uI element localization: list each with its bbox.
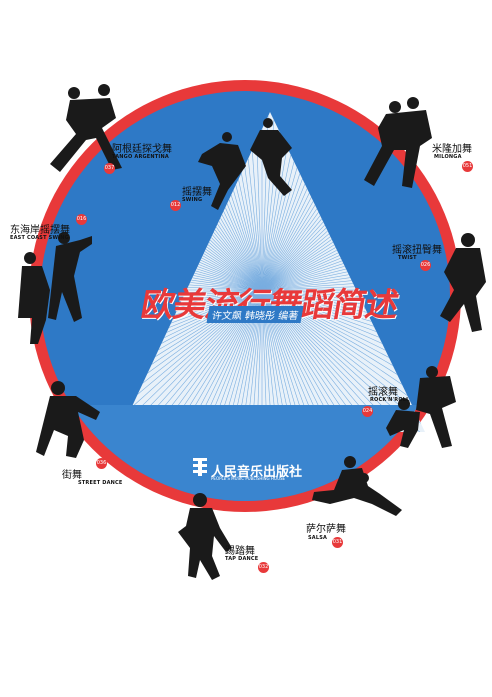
milonga-dancers-silhouette (364, 97, 432, 188)
street-dancer-silhouette (36, 381, 100, 458)
salsa-page-badge: 031 (332, 537, 343, 548)
rock-n-roll-label-en: ROCK'N'ROLL (370, 397, 410, 403)
street-dance-label-en: STREET DANCE (78, 480, 123, 486)
swing-dancers-silhouette (198, 118, 292, 210)
tango-dancers-silhouette (50, 84, 122, 172)
rock-n-roll-page-badge: 024 (362, 406, 373, 417)
east-coast-swing-label: 东海岸摇摆舞 (10, 225, 70, 236)
rock-n-roll-label: 摇滚舞 (368, 387, 398, 398)
tap-dance-label-en: TAP DANCE (225, 556, 259, 562)
swing-label: 摇摆舞 (182, 187, 212, 198)
salsa-label: 萨尔萨舞 (306, 524, 346, 535)
salsa-dancers-silhouette (312, 456, 402, 516)
street-dance-label: 街舞 (62, 470, 82, 481)
salsa-label-en: SALSA (308, 535, 328, 541)
east-coast-swing-label-en: EAST COAST SWING (10, 235, 69, 241)
tango-label: 阿根廷探戈舞 (112, 144, 172, 155)
swing-page-badge: 012 (170, 200, 181, 211)
tango-page-badge: 037 (104, 163, 115, 174)
publisher-logo-icon (193, 458, 207, 476)
twist-dancer-silhouette (440, 233, 486, 332)
east-coast-swing-silhouette (18, 232, 92, 344)
tap-dancer-silhouette (178, 493, 232, 580)
publisher-name-en: PEOPLE'S MUSIC PUBLISHING HOUSE (211, 476, 286, 481)
twist-page-badge: 026 (420, 260, 431, 271)
milonga-page-badge: 051 (462, 161, 473, 172)
tango-label-en: TANGO ARGENTINA (112, 154, 169, 160)
twist-label: 摇滚扭臀舞 (392, 245, 442, 256)
east-coast-swing-page-badge: 016 (76, 214, 87, 225)
tap-dance-label: 踢踏舞 (225, 546, 255, 557)
swing-label-en: SWING (182, 197, 203, 203)
tap-dance-page-badge: 032 (258, 562, 269, 573)
street-dance-page-badge: 036 (96, 458, 107, 469)
rock-n-roll-dancers-silhouette (386, 366, 456, 448)
milonga-label: 米隆加舞 (432, 144, 472, 155)
publisher-name: 人民音乐出版社 (211, 465, 303, 480)
twist-label-en: TWIST (398, 255, 417, 261)
milonga-label-en: MILONGA (434, 154, 462, 160)
authors: 许文飙 韩晓彤 编著 (206, 306, 304, 323)
